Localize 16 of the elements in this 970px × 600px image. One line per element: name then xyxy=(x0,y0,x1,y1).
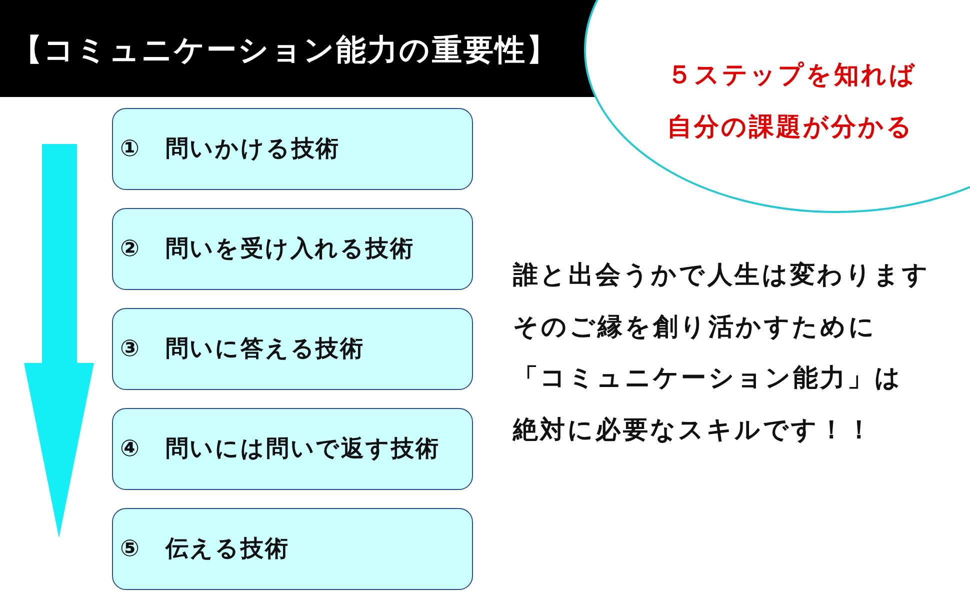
step-label: ② 問いを受け入れる技術 xyxy=(120,235,414,264)
title-text: 【コミュニケーション能力の重要性】 xyxy=(12,33,558,69)
step-label: ① 問いかける技術 xyxy=(120,135,340,164)
step-box xyxy=(112,508,473,590)
body-text: 誰と出会うかで人生は変わります xyxy=(513,259,930,291)
step-box xyxy=(112,208,473,290)
step-label: ③ 問いに答える技術 xyxy=(120,335,364,364)
callout-text: ５ステップを知れば自分の課題が分かる xyxy=(667,59,918,143)
body-text: 絶対に必要なスキルです！！ xyxy=(513,414,874,446)
step-label: ⑤ 伝える技術 xyxy=(120,535,290,564)
step-label: ④ 問いには問いで返す技術 xyxy=(120,435,440,464)
step-box xyxy=(112,308,473,390)
body-text: 「コミュニケーション能力」は xyxy=(513,362,903,394)
step-box xyxy=(112,408,473,490)
step-box xyxy=(112,108,473,190)
body-text: そのご縁を創り活かすために xyxy=(513,310,877,343)
